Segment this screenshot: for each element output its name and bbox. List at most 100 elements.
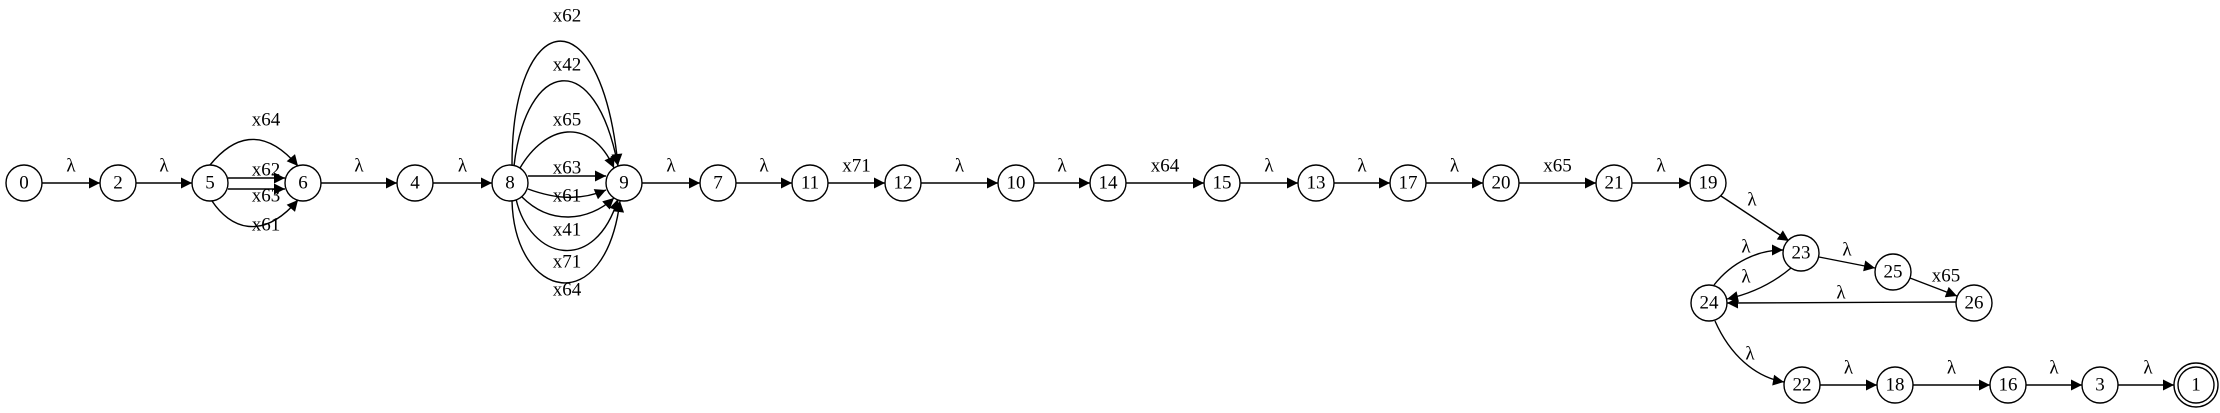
transition-26-to-24 [1726, 297, 1957, 309]
state-label: 19 [1699, 173, 1718, 194]
transition-label: x65 [1932, 266, 1961, 287]
state-circle [791, 164, 829, 202]
transition-label: x61 [252, 215, 281, 236]
state-label: 3 [2095, 375, 2105, 396]
transition-label: x63 [553, 158, 582, 179]
state-3: 3 [2081, 366, 2119, 404]
transition-label: λ [955, 156, 965, 177]
state-24: 24 [1690, 284, 1728, 322]
state-circle [1874, 253, 1912, 291]
state-23: 23 [1782, 234, 1820, 272]
state-label: 18 [1886, 375, 1905, 396]
state-19: 19 [1689, 164, 1727, 202]
transition-label: λ [1844, 358, 1854, 379]
state-circle [699, 164, 737, 202]
transition-8-to-9 [511, 200, 625, 284]
transition-5-to-6 [209, 138, 299, 167]
transition-label: λ [1357, 156, 1367, 177]
transition-label: x63 [252, 186, 281, 207]
state-circle [1482, 164, 1520, 202]
state-circle [1876, 366, 1914, 404]
state-label: 14 [1099, 173, 1119, 194]
transition-label: x71 [553, 252, 582, 273]
state-circle [884, 164, 922, 202]
state-26: 26 [1955, 284, 1993, 322]
state-circle [1089, 164, 1127, 202]
transition-24-to-23 [1713, 244, 1784, 286]
state-0: 0 [5, 164, 43, 202]
final-state-ring [2173, 362, 2219, 408]
state-22: 22 [1783, 366, 1821, 404]
state-label: 22 [1793, 375, 1812, 396]
state-label: 25 [1884, 262, 1903, 283]
transition-label: λ [1656, 156, 1666, 177]
transition-label: λ [2049, 358, 2059, 379]
state-6: 6 [284, 164, 322, 202]
state-4: 4 [396, 164, 434, 202]
state-label: 8 [505, 173, 515, 194]
state-circle [2177, 366, 2215, 404]
transition-label: λ [1741, 267, 1751, 288]
state-circle [1595, 164, 1633, 202]
state-label: 6 [298, 173, 308, 194]
state-14: 14 [1089, 164, 1127, 202]
state-circle [1689, 164, 1727, 202]
transition-8-to-9 [519, 131, 615, 169]
state-20: 20 [1482, 164, 1520, 202]
state-5: 5 [191, 164, 229, 202]
state-circle [605, 164, 643, 202]
state-circle [1203, 164, 1241, 202]
transition-label: x64 [1151, 156, 1180, 177]
transition-label: x65 [1543, 156, 1572, 177]
state-8: 8 [491, 164, 529, 202]
state-circle [1297, 164, 1335, 202]
state-circle [1955, 284, 1993, 322]
state-label: 7 [713, 173, 723, 194]
transition-label: λ [1264, 156, 1274, 177]
transition-label: x61 [553, 186, 582, 207]
state-circle [1690, 284, 1728, 322]
state-label: 13 [1307, 173, 1326, 194]
state-label: 21 [1605, 173, 1624, 194]
transition-label: λ [1745, 344, 1755, 365]
transition-label: x62 [553, 6, 582, 27]
transition-label: x41 [553, 220, 582, 241]
state-16: 16 [1989, 366, 2027, 404]
state-label: 16 [1999, 375, 2018, 396]
transition-label: x64 [553, 280, 582, 301]
state-circle [491, 164, 529, 202]
state-21: 21 [1595, 164, 1633, 202]
transition-8-to-9 [511, 40, 623, 166]
state-7: 7 [699, 164, 737, 202]
transition-8-to-9 [513, 80, 622, 167]
transition-label: λ [1741, 237, 1751, 258]
state-9: 9 [605, 164, 643, 202]
transition-label: λ [354, 156, 364, 177]
state-label: 11 [801, 173, 819, 194]
state-circle [1782, 234, 1820, 272]
transition-label: x64 [252, 110, 281, 131]
state-1: 1 [2173, 362, 2219, 408]
transition-label: λ [1450, 156, 1460, 177]
state-label: 12 [894, 173, 913, 194]
transition-8-to-9 [515, 198, 621, 252]
state-label: 2 [113, 173, 123, 194]
transition-label: λ [2143, 358, 2153, 379]
transition-label: λ [66, 156, 76, 177]
transition-label: x42 [553, 55, 582, 76]
state-label: 1 [2191, 375, 2201, 396]
transition-23-to-24 [1726, 267, 1792, 303]
state-label: 26 [1965, 293, 1984, 314]
state-label: 17 [1399, 173, 1418, 194]
state-10: 10 [997, 164, 1035, 202]
state-label: 10 [1007, 173, 1026, 194]
transition-label: x71 [842, 156, 871, 177]
transition-label: λ [1057, 156, 1067, 177]
transition-label: λ [458, 156, 468, 177]
transition-19-to-23 [1720, 195, 1790, 242]
state-label: 15 [1213, 173, 1232, 194]
transition-label: λ [1747, 190, 1757, 211]
